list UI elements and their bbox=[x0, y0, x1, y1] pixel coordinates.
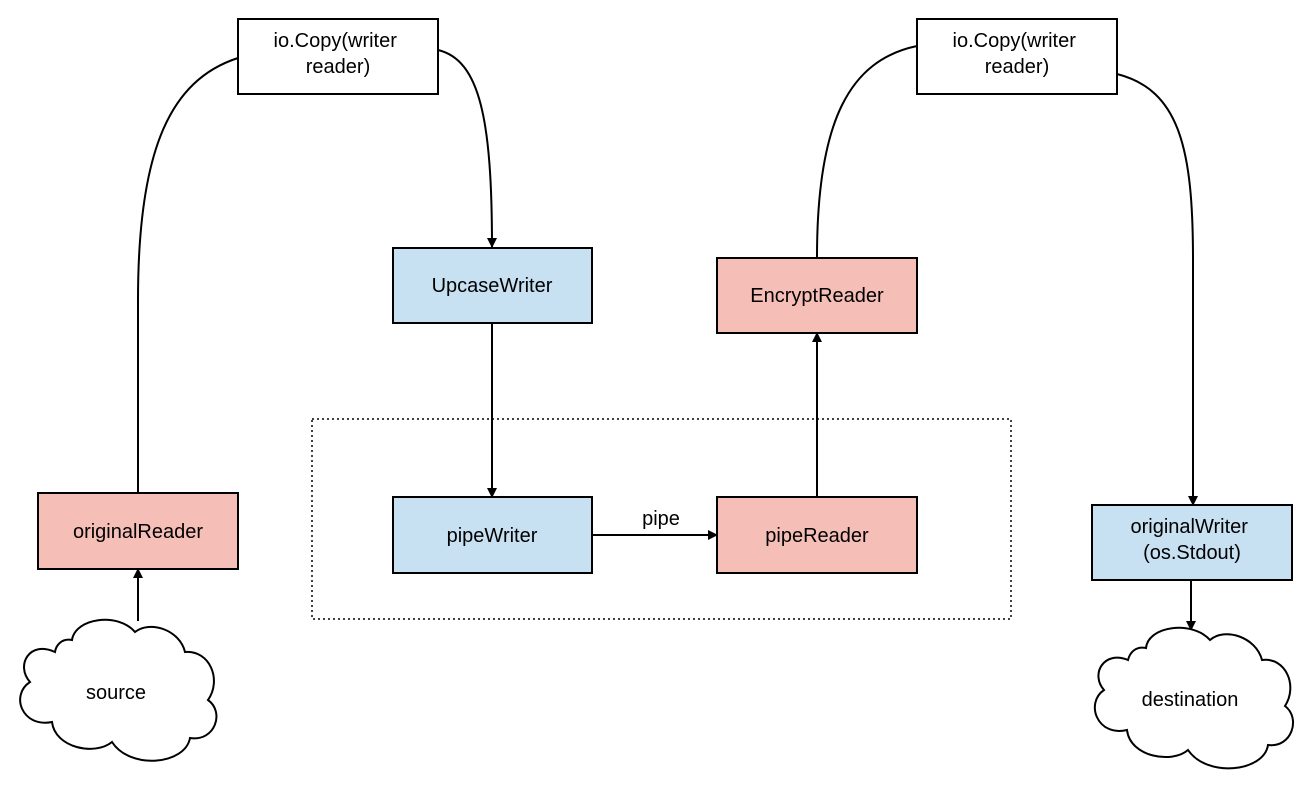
io-copy-left-line-1: io.Copy(writer bbox=[274, 30, 398, 52]
edge-io-copy-left-to-upcase-writer bbox=[437, 49, 497, 248]
pipe-edge-label: pipe bbox=[642, 508, 680, 530]
io-copy-right-box: io.Copy(writer reader) bbox=[916, 18, 1118, 95]
svg-text:originalWriter (os.Stdou: originalWriter (os.Stdout) bbox=[1130, 516, 1253, 564]
original-writer-line-2: (os.Stdout) bbox=[1143, 542, 1241, 564]
encrypt-reader-box: EncryptReader bbox=[716, 257, 918, 334]
pipe-writer-label: pipeWriter bbox=[447, 525, 538, 547]
original-writer-line-1: originalWriter bbox=[1130, 516, 1248, 538]
destination-label: destination bbox=[1142, 689, 1239, 711]
io-copy-left-box: io.Copy(writer reader) bbox=[237, 18, 439, 95]
original-reader-box: originalReader bbox=[37, 492, 239, 570]
io-copy-left-line-2: reader) bbox=[306, 56, 370, 78]
edges: pipe bbox=[133, 45, 1198, 631]
edge-encrypt-reader-to-io-copy-right bbox=[816, 45, 918, 258]
original-writer-box: originalWriter (os.Stdout) bbox=[1091, 504, 1293, 581]
io-copy-right-line-2: reader) bbox=[985, 56, 1049, 78]
svg-text:io.Copy(writer reader): io.Copy(writer reader) bbox=[274, 30, 403, 78]
pipe-reader-box: pipeReader bbox=[716, 496, 918, 574]
original-reader-label: originalReader bbox=[73, 521, 203, 543]
pipe-reader-label: pipeReader bbox=[765, 525, 869, 547]
svg-text:io.Copy(writer reader): io.Copy(writer reader) bbox=[953, 30, 1082, 78]
source-label: source bbox=[86, 682, 146, 704]
destination-cloud: destination bbox=[1093, 626, 1295, 770]
upcase-writer-box: UpcaseWriter bbox=[392, 247, 593, 324]
edge-io-copy-right-to-original-writer bbox=[1116, 73, 1198, 506]
upcase-writer-label: UpcaseWriter bbox=[432, 275, 553, 297]
edge-original-reader-to-io-copy-left bbox=[137, 57, 239, 493]
source-cloud: source bbox=[19, 618, 218, 762]
pipe-writer-box: pipeWriter bbox=[392, 496, 593, 574]
io-copy-right-line-1: io.Copy(writer bbox=[953, 30, 1077, 52]
encrypt-reader-label: EncryptReader bbox=[750, 285, 884, 307]
